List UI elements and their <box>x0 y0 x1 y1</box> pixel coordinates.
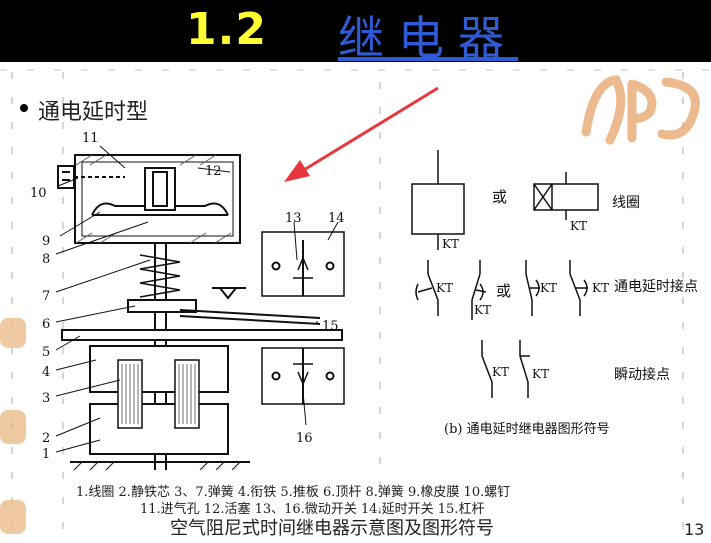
label-16: 16 <box>296 431 313 446</box>
kt-label-7: KT <box>492 365 509 379</box>
label-9: 9 <box>42 234 50 249</box>
relay-symbols-diagram: 或 线圈 KT KT KT KT 或 KT KT 通电延时接点 KT KT 瞬动… <box>411 150 698 437</box>
side-decoration <box>0 318 26 534</box>
watermark-logo <box>581 75 700 145</box>
relay-mechanism-diagram: 11 12 10 9 8 7 6 5 4 3 2 1 13 14 15 16 <box>30 131 345 471</box>
label-4: 4 <box>42 365 50 380</box>
label-13: 13 <box>285 211 302 226</box>
red-arrow <box>284 86 439 182</box>
kt-label-1: KT <box>442 237 459 251</box>
instant-contacts-label: 瞬动接点 <box>614 366 670 383</box>
label-2: 2 <box>42 431 50 446</box>
or-label-2: 或 <box>496 282 511 300</box>
kt-label-4: KT <box>474 303 491 317</box>
kt-label-6: KT <box>592 281 609 295</box>
bullet-text: 通电延时型 <box>38 100 149 125</box>
delay-contacts-label: 通电延时接点 <box>614 278 698 295</box>
or-label-1: 或 <box>492 188 507 206</box>
label-10: 10 <box>30 186 47 201</box>
kt-label-2: KT <box>570 219 587 233</box>
label-5: 5 <box>42 345 50 360</box>
label-12: 12 <box>205 164 222 179</box>
caption-line-1: 1.线圈 2.静铁芯 3、7.弹簧 4.衔铁 5.推板 6.顶杆 8.弹簧 9.… <box>76 485 511 500</box>
kt-label-3: KT <box>436 281 453 295</box>
caption-line-2: 11.进气孔 12.活塞 13、16.微动开关 14.延时开关 15.杠杆 <box>140 502 485 517</box>
page-number: 13 <box>684 520 705 539</box>
title-number: 1.2 <box>186 4 267 55</box>
symbols-caption: (b) 通电延时继电器图形符号 <box>444 421 610 437</box>
coil-label: 线圈 <box>612 195 640 211</box>
label-14: 14 <box>328 211 345 226</box>
label-1: 1 <box>42 447 50 462</box>
title-text[interactable]: 继电器 <box>338 11 518 65</box>
label-6: 6 <box>42 317 50 332</box>
label-8: 8 <box>42 252 50 267</box>
kt-label-5: KT <box>540 281 557 295</box>
label-15: 15 <box>322 319 339 334</box>
background-dashes <box>0 69 711 532</box>
kt-label-8: KT <box>532 367 549 381</box>
title-bar: 1.2 继电器 <box>0 0 711 65</box>
caption-line-3: 空气阻尼式时间继电器示意图及图形符号 <box>170 518 494 539</box>
label-3: 3 <box>42 391 50 406</box>
label-7: 7 <box>42 289 50 304</box>
label-11: 11 <box>82 131 99 146</box>
bullet-dot <box>20 104 28 112</box>
